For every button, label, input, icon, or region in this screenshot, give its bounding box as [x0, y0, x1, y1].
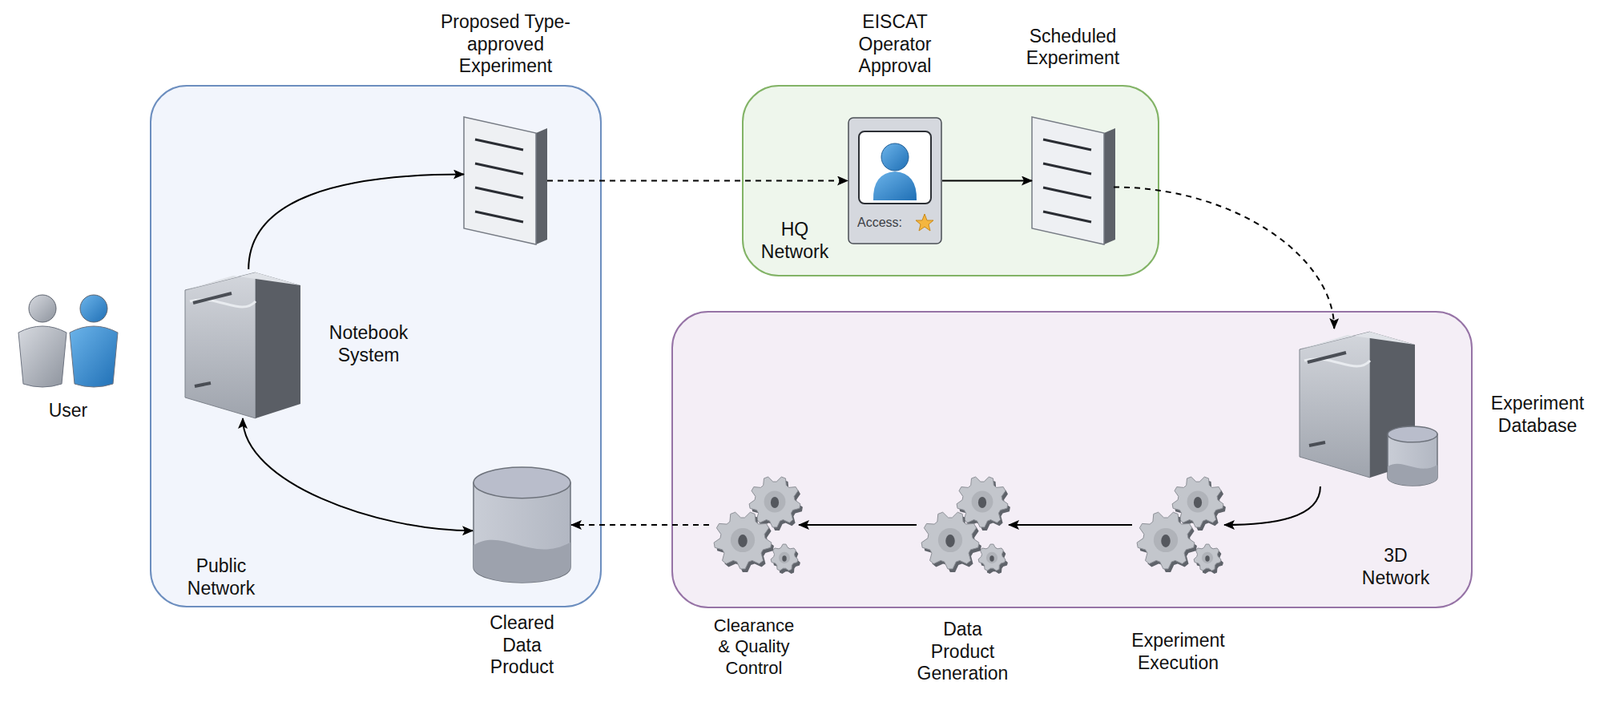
cylinder-shade: [473, 540, 571, 583]
person-body: [18, 326, 67, 387]
doc-line: [1043, 187, 1092, 198]
server-slot: [1307, 352, 1347, 363]
badge-person-head: [881, 143, 909, 171]
gears-node: Experiment Execution: [1132, 471, 1225, 579]
gear-hub: [986, 552, 998, 564]
gears-node: Data Product Generation: [916, 471, 1009, 579]
doc-side: [536, 128, 548, 245]
gear-hole: [1205, 555, 1210, 561]
gear-face: [713, 511, 772, 569]
network-region: 3D Network Experiment DatabaseExperiment …: [671, 310, 1473, 609]
doc-icon: [463, 116, 548, 245]
doc-icon: [1031, 116, 1114, 245]
doc-node: Scheduled Experiment: [1031, 116, 1114, 245]
gear-hub: [1187, 491, 1210, 513]
gear-face: [770, 544, 798, 571]
user-icon: [10, 290, 126, 388]
node-label: Data Product Generation: [912, 618, 1013, 686]
node-label: Cleared Data Product: [474, 612, 571, 679]
doc-line: [475, 139, 524, 150]
doc-line: [1043, 211, 1092, 222]
node-label: Notebook System: [316, 322, 421, 367]
doc-node: Proposed Type-approved Experiment: [463, 116, 548, 245]
badge-card: [848, 117, 942, 244]
gears-icon: [1132, 471, 1225, 579]
server-led: [1309, 442, 1326, 446]
gear-hub: [1153, 527, 1178, 553]
expdb-node: Experiment Database: [1299, 328, 1439, 487]
gear-hole: [770, 496, 779, 508]
gear-hub: [938, 527, 963, 553]
gear-hub: [764, 491, 786, 513]
node-label: User: [28, 399, 109, 423]
gear-hole: [737, 534, 748, 548]
gear-face: [1193, 544, 1222, 571]
gears-icon: [916, 471, 1009, 579]
gears-icon: [709, 471, 799, 579]
cylinder-top: [1387, 426, 1438, 443]
doc-page: [1031, 116, 1105, 245]
doc-line: [475, 211, 524, 222]
badge-person-body: [873, 171, 917, 201]
server-front: [185, 272, 256, 419]
cylinder-shade: [1387, 463, 1438, 486]
node-label: Proposed Type-approved Experiment: [425, 11, 586, 78]
node-label: Public Network: [177, 555, 266, 600]
gear-hub: [778, 552, 790, 564]
server-slot: [193, 293, 232, 303]
person-head: [28, 294, 57, 323]
db-icon: [472, 466, 572, 584]
doc-side: [1104, 128, 1116, 245]
badge-node: EISCAT Operator ApprovalAccess:: [847, 116, 943, 245]
server-icon: [185, 269, 301, 419]
gear-hub: [730, 527, 755, 553]
server-side: [255, 272, 301, 419]
gear-hole: [1193, 496, 1202, 508]
node-label: Clearance & Quality Control: [709, 615, 798, 679]
gear-hole: [945, 534, 956, 548]
gear-face: [921, 511, 980, 569]
gear-hole: [989, 555, 994, 561]
person-head: [80, 294, 108, 323]
server-front: [1299, 331, 1371, 478]
gear-hole: [1160, 534, 1171, 548]
server-led: [194, 382, 211, 387]
network-region: Public Network Notebook System Proposed Ty…: [149, 84, 602, 608]
doc-line: [475, 163, 524, 174]
gear-hole: [781, 555, 786, 561]
person-body: [69, 326, 118, 387]
node-label: EISCAT Operator Approval: [830, 11, 960, 78]
badge-photo: [858, 131, 931, 204]
node-label: Experiment Execution: [1118, 629, 1239, 674]
access-star: [915, 213, 934, 231]
gears-node: Clearance & Quality Control: [709, 471, 799, 579]
user-node: User: [10, 290, 126, 388]
node-label: 3D Network: [1351, 544, 1440, 589]
node-label: Experiment Database: [1485, 392, 1590, 437]
network-region: HQ NetworkEISCAT Operator ApprovalAccess…: [741, 84, 1160, 277]
node-label: HQ Network: [750, 218, 839, 263]
server-top: [185, 272, 301, 291]
doc-page: [463, 116, 537, 245]
gear-hub: [971, 491, 994, 513]
server-top: [1299, 331, 1415, 350]
db-node: Cleared Data Product: [472, 466, 572, 584]
server-node: Notebook System: [185, 269, 301, 419]
expdb-icon: [1299, 328, 1439, 487]
gear-hole: [978, 496, 987, 508]
gear-hub: [1201, 552, 1214, 564]
doc-line: [1043, 163, 1092, 174]
doc-line: [475, 187, 524, 198]
cylinder-top: [473, 467, 571, 499]
gear-face: [978, 544, 1006, 571]
gear-face: [1136, 511, 1195, 569]
badge-text: Access:: [857, 214, 915, 230]
node-label: Scheduled Experiment: [1012, 25, 1133, 70]
doc-line: [1043, 139, 1092, 150]
